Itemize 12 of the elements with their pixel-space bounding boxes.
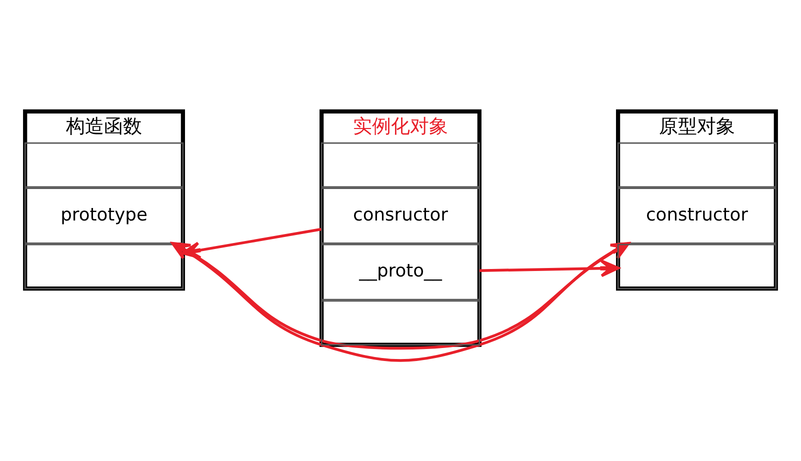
node-box: prototype [24,188,184,244]
node-box [24,142,184,188]
arrow [479,260,620,278]
node-box: constructor [617,188,777,244]
node-box [24,244,184,290]
node-box [320,300,480,346]
arrow [182,228,322,260]
node-box: consructor [320,188,480,244]
node-box [617,244,777,290]
node-box: __proto__ [320,244,480,300]
node-box [617,142,777,188]
node-box [320,142,480,188]
